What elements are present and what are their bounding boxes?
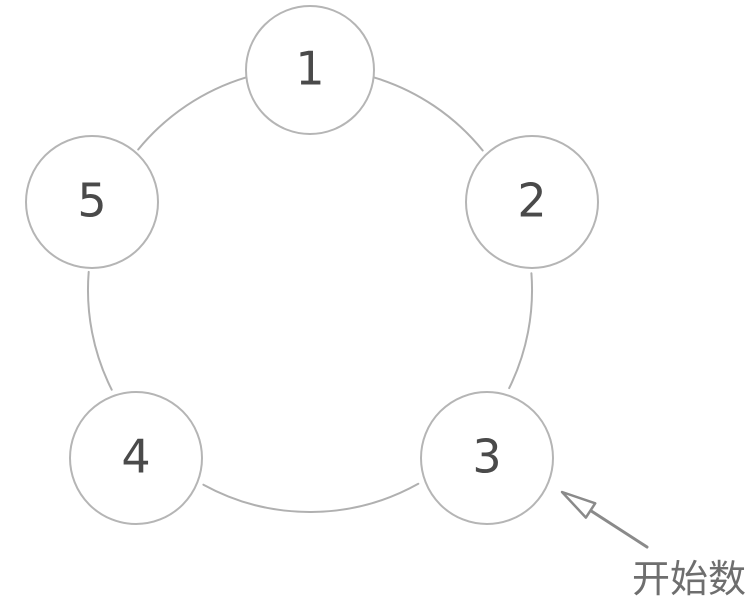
node-1-circle[interactable] xyxy=(245,5,375,135)
node-4-circle[interactable] xyxy=(69,391,203,525)
node-2-circle[interactable] xyxy=(465,135,599,269)
annotation-arrow-head-icon xyxy=(560,490,597,519)
node-1[interactable]: 1 xyxy=(245,5,375,135)
node-3-label: 3 xyxy=(472,430,501,484)
node-4-label: 4 xyxy=(121,430,150,484)
annotation-layer: 开始数 xyxy=(560,490,746,601)
link-arc-2-3 xyxy=(508,272,533,390)
link-arc-3-4 xyxy=(202,482,420,513)
node-3[interactable]: 3 xyxy=(420,391,554,525)
node-5[interactable]: 5 xyxy=(25,135,159,269)
node-5-circle[interactable] xyxy=(25,135,159,269)
node-1-label: 1 xyxy=(295,42,324,96)
link-layer xyxy=(87,76,533,513)
annotation-arrow-shaft xyxy=(589,509,649,549)
node-2[interactable]: 2 xyxy=(465,135,599,269)
node-5-label: 5 xyxy=(77,174,106,228)
node-layer: 1 2 3 4 5 xyxy=(25,5,599,525)
node-3-circle[interactable] xyxy=(420,391,554,525)
link-arc-1-2 xyxy=(373,76,484,152)
node-4[interactable]: 4 xyxy=(69,391,203,525)
link-arc-4-5 xyxy=(87,270,113,391)
annotation-label: 开始数 xyxy=(632,557,746,601)
link-arc-5-1 xyxy=(137,76,247,151)
node-2-label: 2 xyxy=(517,174,546,228)
